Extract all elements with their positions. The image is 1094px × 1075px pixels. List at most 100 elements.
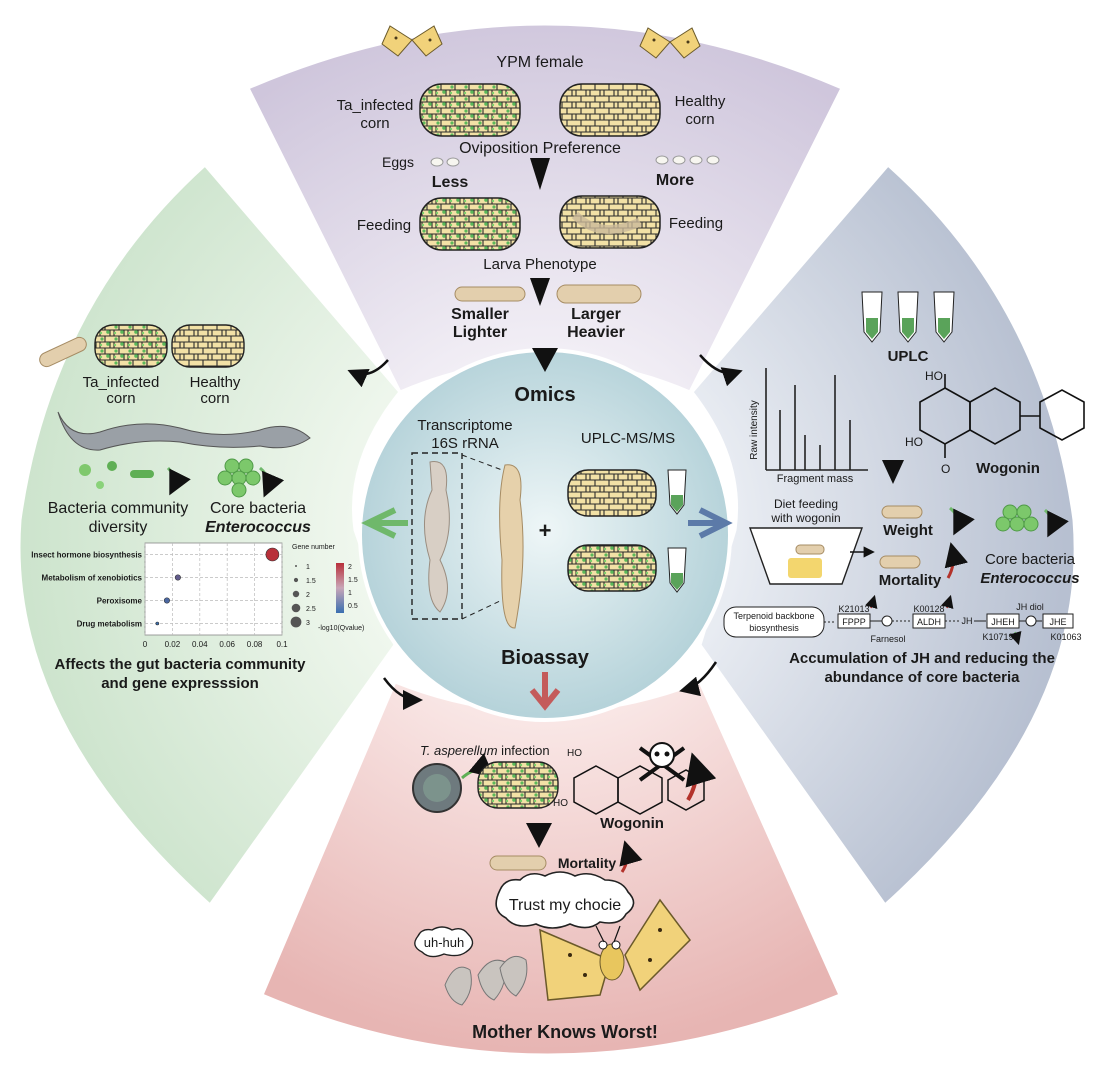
green-down-arrow-icon-1 (166, 466, 191, 496)
uplc-msms-label: UPLC-MS/MS (581, 430, 675, 447)
diet-feeding-label-1: Diet feeding (774, 497, 838, 511)
larger-label: Larger (571, 306, 621, 323)
oviposition-label: Oviposition Preference (459, 140, 621, 157)
chart-x-tick-label: 0.02 (165, 640, 181, 649)
heavier-label: Heavier (567, 324, 625, 341)
eggs-many-icon (655, 155, 720, 165)
chart-size-legend-title: Gene number (292, 544, 335, 551)
core-bacteria-cluster-icon-right (995, 504, 1039, 532)
eggs-few-icon (430, 157, 460, 167)
right-panel: UPLC Raw intensity Fragment mass HO HO O… (723, 291, 1085, 686)
k00128-label: K00128 (913, 604, 944, 614)
healthy-corn-icon (559, 83, 661, 137)
chart-color-legend-tick: 0.5 (348, 603, 358, 610)
fppp-label: FPPP (842, 617, 866, 627)
chart-data-point (163, 597, 170, 604)
mother-moth-icon (539, 898, 691, 1001)
left-conclusion-2: and gene expresssion (101, 675, 259, 692)
mortality-label-right: Mortality (879, 572, 942, 589)
right-sector (690, 162, 1077, 908)
terpenoid-label-1: Terpenoid backbone (733, 611, 814, 621)
jh-diol-label: JH diol (1016, 602, 1044, 612)
arrow-right-icon (688, 507, 733, 539)
jh-pathway: Terpenoid backbone biosynthesis K21013 F… (723, 594, 1082, 646)
larva-phenotype-label: Larva Phenotype (483, 256, 596, 273)
uplc-label: UPLC (888, 348, 929, 365)
small-larva-icon (454, 286, 526, 302)
chart-x-tick-label: 0.06 (219, 640, 235, 649)
chart-x-tick-label: 0.1 (276, 640, 288, 649)
diet-feeding-label-2: with wogonin (770, 511, 840, 525)
uhhuh-label: uh-huh (424, 935, 464, 950)
aldh-label: ALDH (917, 617, 941, 627)
chart-size-legend-dot (295, 565, 297, 567)
gut-dashed-box (411, 452, 463, 620)
right-conclusion-2: abundance of core bacteria (824, 669, 1020, 686)
left-infected-corn-icon (94, 324, 168, 368)
moth-icon-left (381, 25, 443, 57)
k10719-label: K10719 (982, 632, 1013, 642)
jh-label: JH (962, 616, 973, 626)
transcriptome-label: Transcriptome (417, 417, 512, 434)
larvae-group-icon (444, 955, 528, 1006)
chart-x-tick-label: 0.08 (247, 640, 263, 649)
infected-corn-center-icon (567, 544, 657, 592)
large-larva-icon (556, 284, 642, 304)
bacteria-diversity-label-2: diversity (89, 519, 148, 536)
female-label: YPM female (496, 54, 583, 71)
wogonin-structure-icon (919, 374, 1085, 458)
chart-color-legend-tick: 2 (348, 564, 352, 571)
terpenoid-label-2: biosynthesis (749, 623, 799, 633)
bacteria-diversity-label-1: Bacteria community (48, 500, 189, 517)
jheh-label: JHEH (991, 617, 1015, 627)
wogonin-ho-top: HO (925, 369, 943, 383)
top-healthy-label-1: Healthy (675, 93, 726, 110)
test-tube-icon-1 (667, 469, 687, 515)
chart-category-label: Insect hormone biosynthesis (31, 551, 142, 560)
left-infected-label-2: corn (106, 390, 135, 407)
enterococcus-label-left: Enterococcus (205, 519, 311, 536)
top-panel: YPM female Ta_infected corn Healthy corn… (337, 25, 726, 341)
uplc-tubes-icon (861, 291, 955, 343)
eggs-label: Eggs (382, 154, 414, 170)
mortality-label-bottom: Mortality (558, 855, 617, 871)
k21013-label: K21013 (838, 604, 869, 614)
jhe-label: JHE (1049, 617, 1066, 627)
left-healthy-label-1: Healthy (190, 374, 241, 391)
arrow-down-icon (529, 672, 561, 711)
green-down-arrow-icon-4 (1043, 508, 1069, 538)
chart-size-legend-dot (291, 603, 301, 613)
plus-label: + (539, 518, 552, 543)
fragment-mass-label: Fragment mass (777, 473, 854, 485)
core-bacteria-label-left: Core bacteria (210, 500, 306, 517)
top-infected-label-2: corn (360, 115, 389, 132)
core-bacteria-cluster-icon (217, 458, 261, 498)
left-conclusion-1: Affects the gut bacteria community (55, 656, 307, 673)
bacteria-icons (79, 461, 154, 489)
red-up-arrow-icon-2 (685, 752, 717, 802)
chart-size-legend-label: 2 (306, 592, 310, 599)
left-healthy-corn-icon (171, 324, 245, 368)
healthy-corn-fed-icon (559, 195, 661, 249)
chart-plot-area (144, 542, 283, 636)
less-label: Less (432, 174, 469, 191)
chart-color-legend-tick: 1.5 (348, 577, 358, 584)
raw-intensity-label: Raw intensity (749, 400, 760, 459)
t-asperellum-label: T. asperellum infection (420, 743, 550, 758)
down-arrow-icon-center (532, 348, 558, 372)
rrna-label: 16S rRNA (431, 435, 499, 452)
down-arrow-icon-2 (530, 278, 550, 306)
red-up-arrow-icon (944, 542, 969, 579)
moth-icon-right (639, 27, 701, 59)
green-down-arrow-icon-2 (258, 466, 285, 498)
mortality-larva-icon (879, 555, 921, 569)
cycle-arrow-bottom-left (382, 677, 423, 710)
chart-color-legend-tick: 1 (348, 590, 352, 597)
more-label: More (656, 172, 694, 189)
smaller-label: Smaller (451, 306, 509, 323)
uhhuh-speech-bubble (414, 926, 474, 958)
test-tube-icon-2 (667, 547, 687, 593)
chart-size-legend-dot (290, 616, 302, 628)
chart-color-legend-bar (336, 563, 344, 613)
